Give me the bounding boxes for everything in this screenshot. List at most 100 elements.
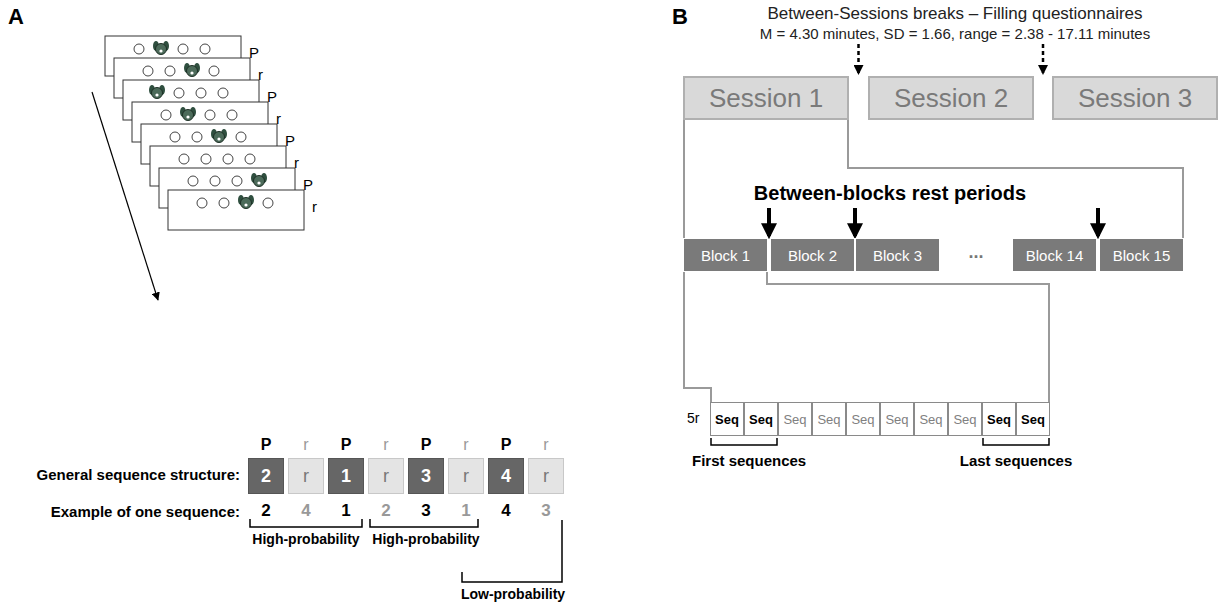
stimulus-circle [236,132,246,142]
stimulus-circle [209,66,219,76]
trial-type-letter: P [341,436,352,454]
sequence-box: Seq [846,402,880,436]
node-text: Seq [953,412,976,427]
expansion-line [767,272,1049,402]
time-arrow [92,92,158,300]
screen-rect [168,190,304,230]
probe-trial-box: 3 [408,458,444,494]
sequence-bracket [711,438,777,445]
session-box: Session 2 [868,76,1034,120]
ellipsis: ... [968,242,983,263]
node-text: Session 1 [709,83,823,114]
sequence-box: Seq [982,402,1016,436]
sequence-box: Seq [710,402,744,436]
trial-type-letter: r [312,198,317,215]
break-statistics: M = 4.30 minutes, SD = 1.66, range = 2.3… [760,25,1150,42]
sequence-digit: 3 [541,501,550,521]
trial-type-letter: r [383,436,388,454]
sequence-digit: 4 [501,501,510,521]
stimulus-circle [197,198,207,208]
bracket-label: High-probability [372,531,479,547]
trial-type-letter: r [463,436,468,454]
node-text: Block 3 [873,247,922,264]
node-text: Seq [715,412,739,427]
node-text: Seq [749,412,773,427]
sequence-box: Seq [812,402,846,436]
session-box: Session 1 [683,76,849,120]
bracket-label: Low-probability [461,586,565,602]
node-text: 1 [341,466,351,487]
stimulus-circle [188,176,198,186]
trial-type-letter: r [276,110,281,127]
bracket-label: Last sequences [960,452,1073,469]
dog-target [149,85,165,99]
block-box: Block 2 [770,238,855,272]
stimulus-circle [200,44,210,54]
stimulus-circle [227,110,237,120]
stimulus-circle [218,88,228,98]
block-box: Block 14 [1012,238,1097,272]
stimulus-circle [178,44,188,54]
sequence-box: Seq [1016,402,1050,436]
sequence-digit: 1 [341,501,350,521]
trial-type-letter: r [258,66,263,83]
probe-trial-box: 4 [488,458,524,494]
stimulus-circle [170,132,180,142]
node-text: Block 14 [1026,247,1084,264]
dog-target [180,107,196,121]
rest-arrow [767,208,771,236]
node-text: r [303,466,309,487]
expansion-line [683,120,685,238]
block-box: Block 15 [1099,238,1184,272]
node-text: Session 3 [1078,83,1192,114]
sequence-box: Seq [744,402,778,436]
trial-type-letter: P [303,176,313,193]
node-text: r [543,466,549,487]
stimulus-circle [174,88,184,98]
stimulus-circle [205,110,215,120]
probe-trial-box: 1 [328,458,364,494]
dog-target [211,129,227,143]
random-trial-box: r [528,458,564,494]
node-text: Seq [817,412,840,427]
sequence-box: Seq [914,402,948,436]
panel-letter: A [8,4,24,29]
stimulus-circle [219,198,229,208]
trial-type-letter: P [267,88,277,105]
screen-frame [168,190,304,230]
bracket-label: First sequences [692,452,806,469]
stimulus-circle [223,154,233,164]
probability-bracket [462,520,562,582]
stimulus-circle [179,154,189,164]
probability-bracket [250,519,362,527]
expansion-line [848,120,1183,238]
trial-type-letter: P [249,44,259,61]
sequence-bracket [983,438,1049,445]
node-text: Seq [1021,412,1045,427]
stimulus-circle [201,154,211,164]
stimulus-circle [196,88,206,98]
block-box: Block 3 [855,238,940,272]
sequence-box: Seq [880,402,914,436]
sequence-digit: 2 [381,501,390,521]
trial-type-letter: P [285,132,295,149]
row-caption: General sequence structure: [37,466,240,483]
break-title: Between-Sessions breaks – Filling questi… [767,4,1142,24]
rest-arrow [1096,208,1100,236]
block-box: Block 1 [683,238,768,272]
bracket-label: High-probability [252,531,359,547]
node-text: Seq [885,412,908,427]
node-text: 3 [421,466,431,487]
trial-type-letter: r [543,436,548,454]
node-text: Session 2 [894,83,1008,114]
probability-bracket [370,519,478,527]
stimulus-circle [143,66,153,76]
node-text: Seq [987,412,1011,427]
random-trial-box: r [368,458,404,494]
random-trial-count: 5r [687,410,699,426]
rest-arrow [853,208,857,236]
trial-type-letter: P [421,436,432,454]
